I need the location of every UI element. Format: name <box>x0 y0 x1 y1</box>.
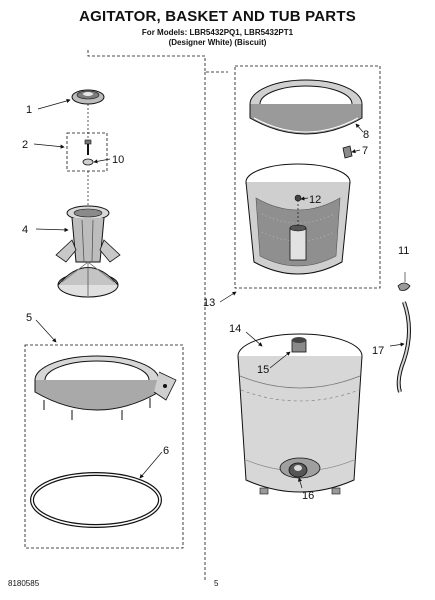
callout-14: 14 <box>229 323 241 335</box>
callout-labels: 1 2 4 5 6 7 8 10 11 12 13 14 15 16 17 <box>22 104 409 502</box>
callout-12: 12 <box>309 194 321 206</box>
callout-6: 6 <box>163 445 169 457</box>
agitator-bolt <box>84 139 92 155</box>
models-line: For Models: LBR5432PQ1, LBR5432PT1 <box>141 28 294 37</box>
basket-group-box <box>234 65 381 289</box>
callout-11: 11 <box>398 245 409 257</box>
agitator-washer <box>82 158 94 166</box>
tub-cover-boot <box>291 337 307 353</box>
agitator <box>55 205 121 298</box>
agitator-cap <box>71 89 105 105</box>
callout-17: 17 <box>372 345 384 357</box>
callout-4: 4 <box>22 224 28 236</box>
hardware-group-box <box>66 132 108 172</box>
balance-ring <box>249 79 363 135</box>
callout-8: 8 <box>363 129 369 141</box>
callout-13: 13 <box>203 297 215 309</box>
ring-clip <box>342 145 353 159</box>
callout-5: 5 <box>26 312 32 324</box>
doc-number: 8180585 <box>8 579 40 588</box>
basket-nut <box>294 194 302 202</box>
callout-15: 15 <box>257 364 269 376</box>
callout-16: 16 <box>302 490 314 502</box>
callout-10: 10 <box>112 154 124 166</box>
wash-basket <box>245 163 351 275</box>
page-title: AGITATOR, BASKET AND TUB PARTS <box>79 8 356 25</box>
page-number: 5 <box>214 579 219 588</box>
callout-1: 1 <box>26 104 32 116</box>
ring-group-box <box>24 344 184 549</box>
callout-2: 2 <box>22 139 28 151</box>
variants-line: (Designer White) (Biscuit) <box>168 38 267 47</box>
tub-bearing <box>288 462 308 478</box>
drain-hose <box>396 301 411 393</box>
callout-7: 7 <box>362 145 368 157</box>
hose-clamp <box>397 282 411 291</box>
callout-leaders <box>33 98 405 489</box>
tub-seal <box>30 472 162 528</box>
tub-ring <box>34 355 177 420</box>
